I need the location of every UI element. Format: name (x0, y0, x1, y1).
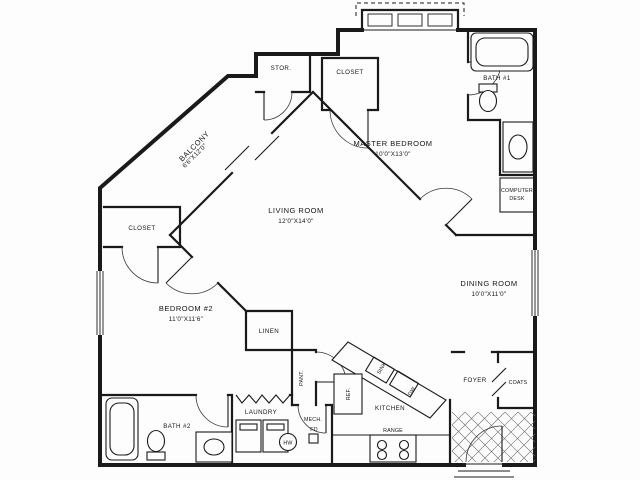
storage-room: STOR. (254, 52, 312, 121)
storage-label: STOR. (271, 65, 292, 72)
bedroom-2-closet: CLOSET (102, 205, 182, 284)
vanity-sink-1 (502, 121, 534, 173)
toilet-1 (478, 83, 498, 113)
mech-room: HW MECH. FD (278, 403, 334, 464)
master-bedroom-label: MASTER BEDROOM (353, 139, 432, 148)
dining-room-window (530, 250, 540, 316)
dining-room-dims: 10'0"X11'0" (472, 291, 507, 298)
bathtub-1 (470, 32, 534, 72)
bath-1-label: BATH #1 (483, 75, 511, 82)
exterior-walls (98, 2, 537, 478)
refrigerator: REF. (333, 373, 363, 415)
master-closet-label: CLOSET (336, 69, 363, 76)
refrigerator-label: REF. (346, 388, 352, 400)
coats-label: COATS (509, 380, 528, 386)
vanity-sink-2 (195, 431, 233, 463)
master-closet-door-swing (329, 109, 369, 149)
sliding-door (224, 135, 280, 171)
linen-closet: LINEN (244, 309, 294, 352)
living-room: LIVING ROOM 12'0"X14'0" (268, 206, 324, 225)
mech-door-swing (297, 404, 327, 434)
foyer: COATS FOYER (448, 350, 537, 468)
laundry-bifold-doors (235, 394, 291, 404)
bathtub-2 (105, 397, 139, 461)
kitchen: SINK DW REF. RANGE KITCHEN (331, 341, 450, 463)
bedroom-2-window (95, 271, 105, 335)
floor-drain-label: FD (310, 427, 317, 433)
computer-desk: COMPUTER DESK (499, 177, 536, 213)
range (369, 434, 417, 463)
bedroom-2-door-swing (165, 256, 219, 295)
master-closet: CLOSET (320, 56, 380, 149)
water-heater-label: HW (283, 441, 292, 447)
master-bedroom-dims: 10'0"X13'0" (375, 151, 410, 158)
computer-desk-label-1: COMPUTER (501, 188, 533, 194)
water-heater: HW (278, 432, 298, 452)
bedroom-2: BEDROOM #2 11'0"X11'6" (159, 233, 248, 323)
entry-steps (454, 470, 514, 478)
bedroom-2-dims: 11'0"X11'6" (169, 316, 203, 323)
floor-drain (308, 433, 319, 444)
living-room-dims: 12'0"X14'0" (278, 218, 313, 225)
bath-1: BATH #1 (466, 28, 537, 177)
bath-2-label: BATH #2 (163, 423, 191, 430)
kitchen-sink (364, 356, 420, 398)
storage-door-swing (263, 91, 293, 121)
coats-closet: COATS (491, 350, 537, 410)
windows (95, 250, 540, 335)
bedroom-2-closet-door-swing (121, 246, 159, 284)
toilet-2 (146, 429, 166, 461)
bedroom-2-closet-label: CLOSET (128, 225, 155, 232)
dishwasher-label: DW (407, 386, 417, 397)
roofline-dashed (355, 2, 465, 16)
bedroom-2-label: BEDROOM #2 (159, 304, 213, 313)
foyer-label: FOYER (463, 377, 486, 384)
master-bedroom: MASTER BEDROOM 10'0"X13'0" (311, 90, 473, 237)
pantry-label: PANT. (299, 370, 305, 386)
dining-room-label: DINING ROOM (460, 279, 517, 288)
master-door-swing (419, 187, 473, 226)
washer (235, 419, 262, 453)
front-door (465, 425, 503, 468)
linen-label: LINEN (259, 328, 279, 335)
bath-2: BATH #2 (98, 393, 234, 464)
kitchen-label: KITCHEN (375, 405, 405, 412)
bay-window-panes (367, 13, 453, 27)
coats-bifold-doors (491, 367, 507, 397)
mech-label: MECH. (304, 417, 322, 423)
living-room-label: LIVING ROOM (268, 206, 324, 215)
laundry-label: LAUNDRY (245, 409, 277, 416)
computer-desk-label-2: DESK (509, 196, 524, 202)
dining-room: DINING ROOM 10'0"X11'0" (454, 233, 537, 298)
range-label: RANGE (383, 428, 403, 434)
foyer-tile-floor (451, 411, 536, 463)
bath-2-door-swing (195, 394, 229, 428)
